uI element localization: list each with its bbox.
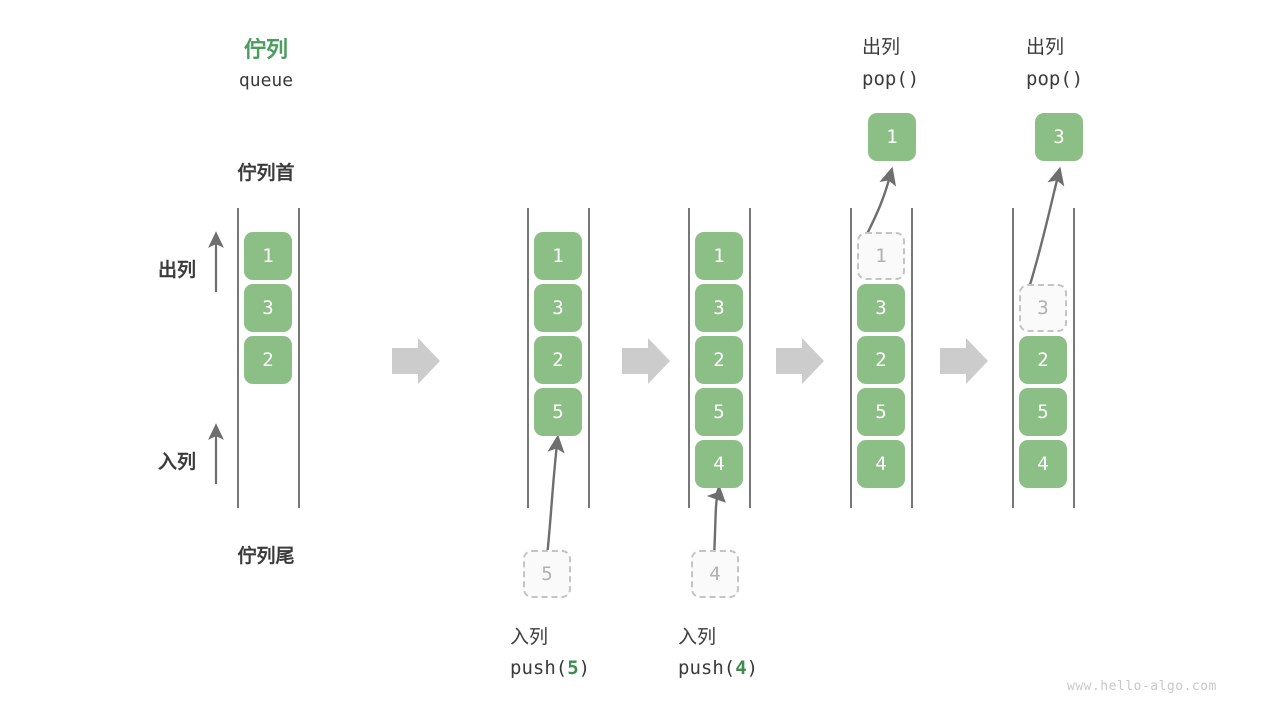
- op-code-value: 5: [567, 657, 579, 679]
- op-code-prefix: push(: [678, 657, 736, 679]
- queue-cell: 3: [534, 284, 582, 332]
- queue-head-label: 佇列首: [237, 163, 295, 184]
- queue-cell: 3: [244, 284, 292, 332]
- operation-label-cn: 出列: [1026, 37, 1065, 58]
- operation-label-code: pop(): [862, 68, 920, 90]
- transition-arrow-1: [392, 338, 440, 384]
- popped-cell: 3: [1035, 113, 1083, 161]
- queue-cell: 2: [244, 336, 292, 384]
- pop-arrow-1: [864, 166, 897, 237]
- queue-cell: 5: [695, 388, 743, 436]
- queue-cell: 4: [1019, 440, 1067, 488]
- transition-arrow-4: [940, 338, 988, 384]
- queue-cell: 5: [1019, 388, 1067, 436]
- operation-label-cn: 出列: [862, 37, 901, 58]
- transition-arrow-2: [622, 338, 670, 384]
- queue-cell: 3: [857, 284, 905, 332]
- queue-cell: 2: [695, 336, 743, 384]
- operation-label-cn: 入列: [678, 627, 717, 648]
- op-code-suffix: ): [578, 657, 591, 679]
- queue-cell: 2: [1019, 336, 1067, 384]
- queue-cell: 2: [534, 336, 582, 384]
- watermark: www.hello-algo.com: [1067, 679, 1217, 694]
- queue-cell-new: 5: [534, 388, 582, 436]
- operation-label-code: pop(): [1026, 68, 1084, 90]
- push-connectors: [545, 434, 726, 557]
- queue-cell-removed: 3: [1019, 284, 1067, 332]
- queue-cell: 1: [534, 232, 582, 280]
- queue-cell: 2: [857, 336, 905, 384]
- queue-cell: 3: [695, 284, 743, 332]
- enqueue-direction-label: 入列: [157, 452, 196, 473]
- incoming-ghost-cell: 5: [523, 550, 571, 598]
- queue-tail-label: 佇列尾: [237, 546, 295, 567]
- transition-arrow-3: [776, 338, 824, 384]
- incoming-ghost-cell: 4: [691, 550, 739, 598]
- queue-rails: [237, 208, 1075, 508]
- queue-cell-new: 4: [695, 440, 743, 488]
- queue-cell: 5: [857, 388, 905, 436]
- operation-label-cn: 入列: [510, 627, 549, 648]
- push-arrow-5: [545, 434, 565, 557]
- push-arrow-4: [706, 483, 726, 557]
- queue-cell: 4: [857, 440, 905, 488]
- operation-label-code: push(5): [510, 657, 590, 679]
- queue-cell-removed: 1: [857, 232, 905, 280]
- op-code-prefix: push(: [510, 657, 568, 679]
- operation-label-code: push(4): [678, 657, 758, 679]
- queue-cell: 1: [244, 232, 292, 280]
- queue-cell: 1: [695, 232, 743, 280]
- popped-cell: 1: [868, 113, 916, 161]
- dequeue-direction-label: 出列: [157, 260, 196, 281]
- op-code-value: 4: [735, 657, 747, 679]
- page-title-en: queue: [238, 70, 294, 91]
- op-code-suffix: ): [746, 657, 759, 679]
- page-title-cn: 佇列: [243, 37, 288, 62]
- pop-arrow-3: [1027, 166, 1065, 289]
